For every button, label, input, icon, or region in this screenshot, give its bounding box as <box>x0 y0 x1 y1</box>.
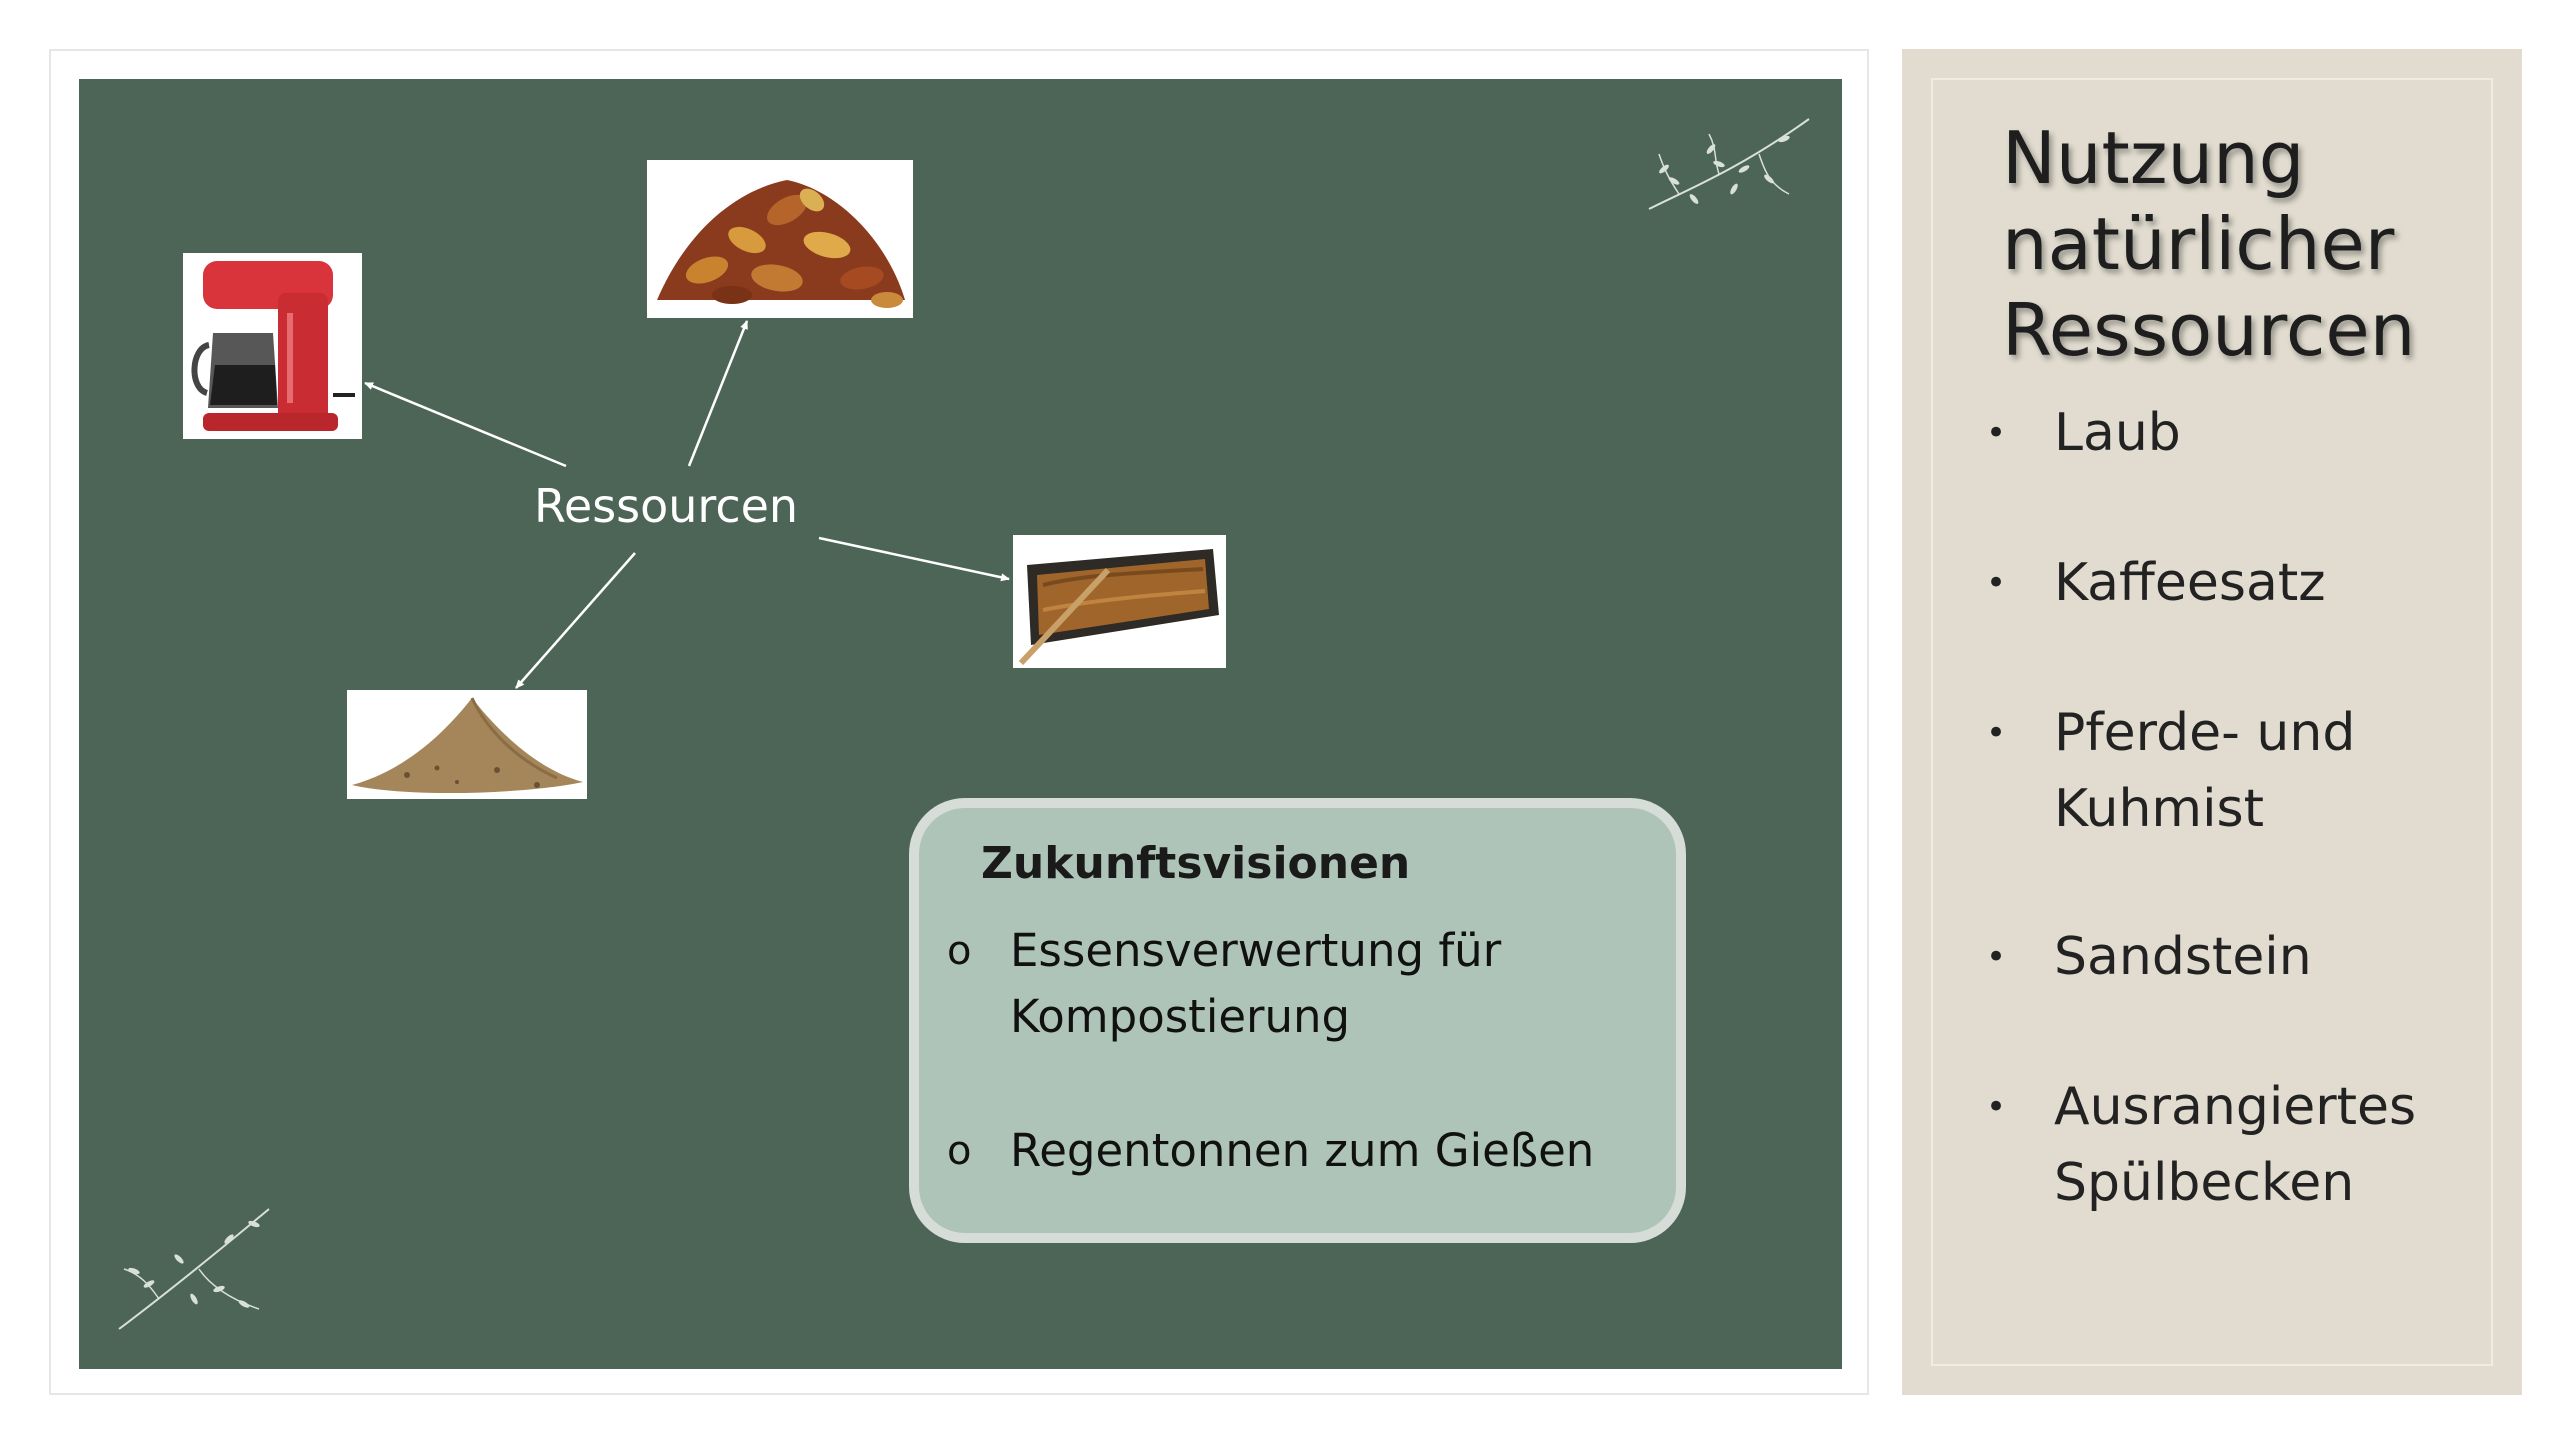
sidebar-item-text: Ausrangiertes Spülbecken <box>2054 1077 2417 1213</box>
vision-bullet: o <box>947 928 972 974</box>
sidebar-title-line: Ressourcen <box>2002 288 2416 372</box>
leaves-pile-image <box>647 160 913 318</box>
sidebar-item-text: Pferde- und Kuhmist <box>2054 703 2356 839</box>
future-visions-title: Zukunftsvisionen <box>981 838 1411 889</box>
coffee-machine-image <box>183 253 362 439</box>
sidebar-item-text: Kaffeesatz <box>2054 553 2326 613</box>
sidebar-item-text: Sandstein <box>2054 927 2312 987</box>
vision-bullet: o <box>947 1128 972 1174</box>
sidebar-bullet: • <box>1986 413 2007 453</box>
sidebar-title: Nutzung natürlicher Ressourcen <box>2002 115 2482 373</box>
compost-tray-image <box>1013 535 1226 668</box>
arrow-to-sand <box>515 552 636 689</box>
chalkboard: Ressourcen <box>79 79 1842 1369</box>
vision-item-text: Regentonnen zum Gießen <box>1010 1124 1595 1177</box>
vision-item-text: Essensverwertung für Kompostierung <box>1010 924 1502 1043</box>
sidebar-bullet: • <box>1986 713 2007 753</box>
sidebar-inner-frame <box>1931 78 2493 1366</box>
arrows-layer <box>364 320 1010 689</box>
sidebar-bullet: • <box>1986 1087 2007 1127</box>
sidebar-item-text: Laub <box>2054 403 2181 463</box>
sidebar-title-line: natürlicher <box>2002 202 2395 286</box>
sidebar-panel: Nutzung natürlicher Ressourcen • Laub • … <box>1902 49 2522 1395</box>
resources-label: Ressourcen <box>534 479 799 533</box>
sprig-decoration-icon <box>1639 109 1819 239</box>
arrow-to-coffee <box>364 381 567 468</box>
future-visions-box: Zukunftsvisionen o Essensverwertung für … <box>909 798 1686 1243</box>
sidebar-bullet: • <box>1986 937 2007 977</box>
sprig-decoration-icon <box>109 1189 289 1339</box>
sand-pile-image <box>347 690 587 799</box>
arrow-to-compost <box>818 536 1010 582</box>
sidebar-bullet: • <box>1986 563 2007 603</box>
arrow-to-leaves <box>687 320 749 467</box>
sidebar-title-line: Nutzung <box>2002 116 2305 200</box>
